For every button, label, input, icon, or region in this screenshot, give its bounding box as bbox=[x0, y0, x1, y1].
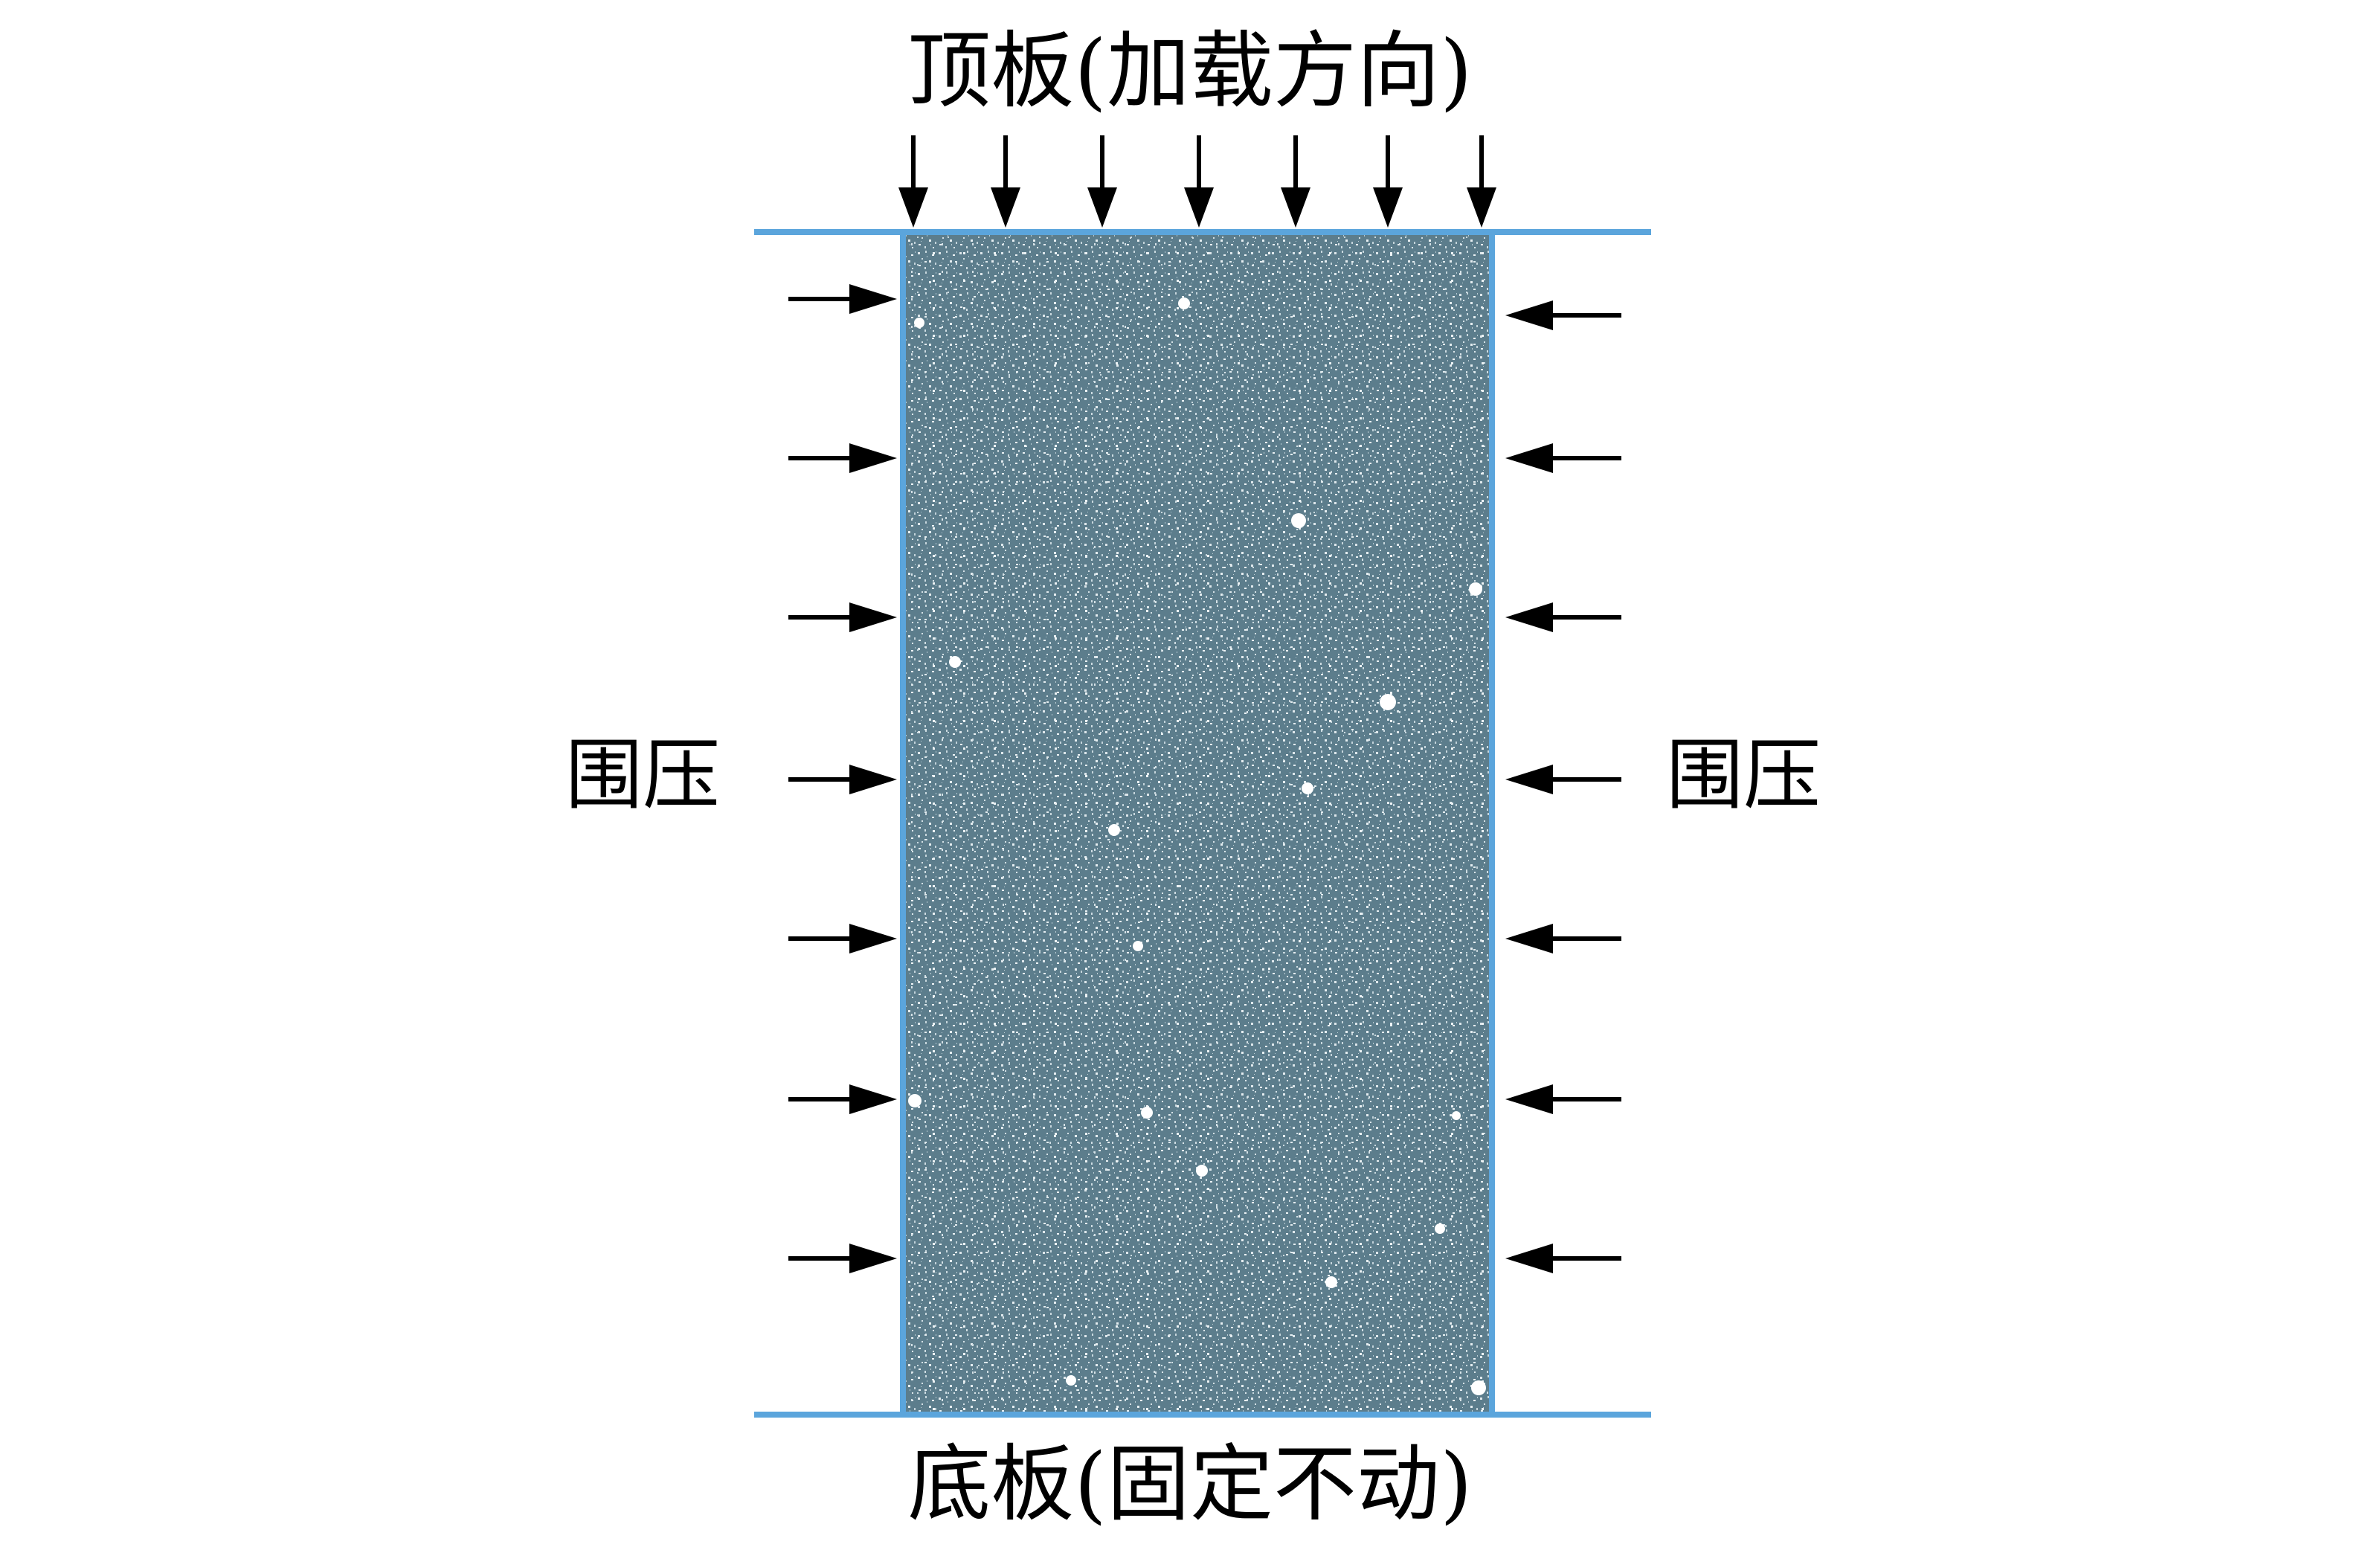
right-arrow bbox=[788, 602, 897, 632]
specimen-texture-overlay bbox=[900, 231, 1492, 1415]
right-arrow bbox=[788, 443, 897, 473]
right-confining-pressure-label: 围压 bbox=[1666, 730, 1821, 820]
down-arrow bbox=[1184, 135, 1214, 228]
top-plate-label: 顶板(加载方向) bbox=[907, 23, 1473, 120]
left-arrow bbox=[1505, 1244, 1621, 1273]
left-arrow bbox=[1505, 765, 1621, 794]
down-arrow bbox=[1087, 135, 1117, 228]
bottom-plate-label: 底板(固定不动) bbox=[907, 1436, 1473, 1533]
left-arrow bbox=[1505, 1084, 1621, 1114]
left-arrow bbox=[1505, 924, 1621, 953]
down-arrow bbox=[1281, 135, 1310, 228]
right-arrow bbox=[788, 1244, 897, 1273]
down-arrow bbox=[1467, 135, 1496, 228]
large-particles bbox=[908, 298, 1486, 1395]
left-arrow bbox=[1505, 443, 1621, 473]
left-confining-arrows bbox=[788, 284, 897, 1273]
right-confining-arrows bbox=[1505, 300, 1621, 1273]
left-arrow bbox=[1505, 300, 1621, 330]
right-arrow bbox=[788, 284, 897, 314]
down-arrow bbox=[898, 135, 928, 228]
down-arrow bbox=[991, 135, 1020, 228]
right-arrow bbox=[788, 765, 897, 794]
right-arrow bbox=[788, 924, 897, 953]
right-arrow bbox=[788, 1084, 897, 1114]
left-confining-pressure-label: 围压 bbox=[565, 730, 721, 820]
top-load-arrows bbox=[898, 135, 1496, 228]
down-arrow bbox=[1373, 135, 1403, 228]
left-arrow bbox=[1505, 602, 1621, 632]
